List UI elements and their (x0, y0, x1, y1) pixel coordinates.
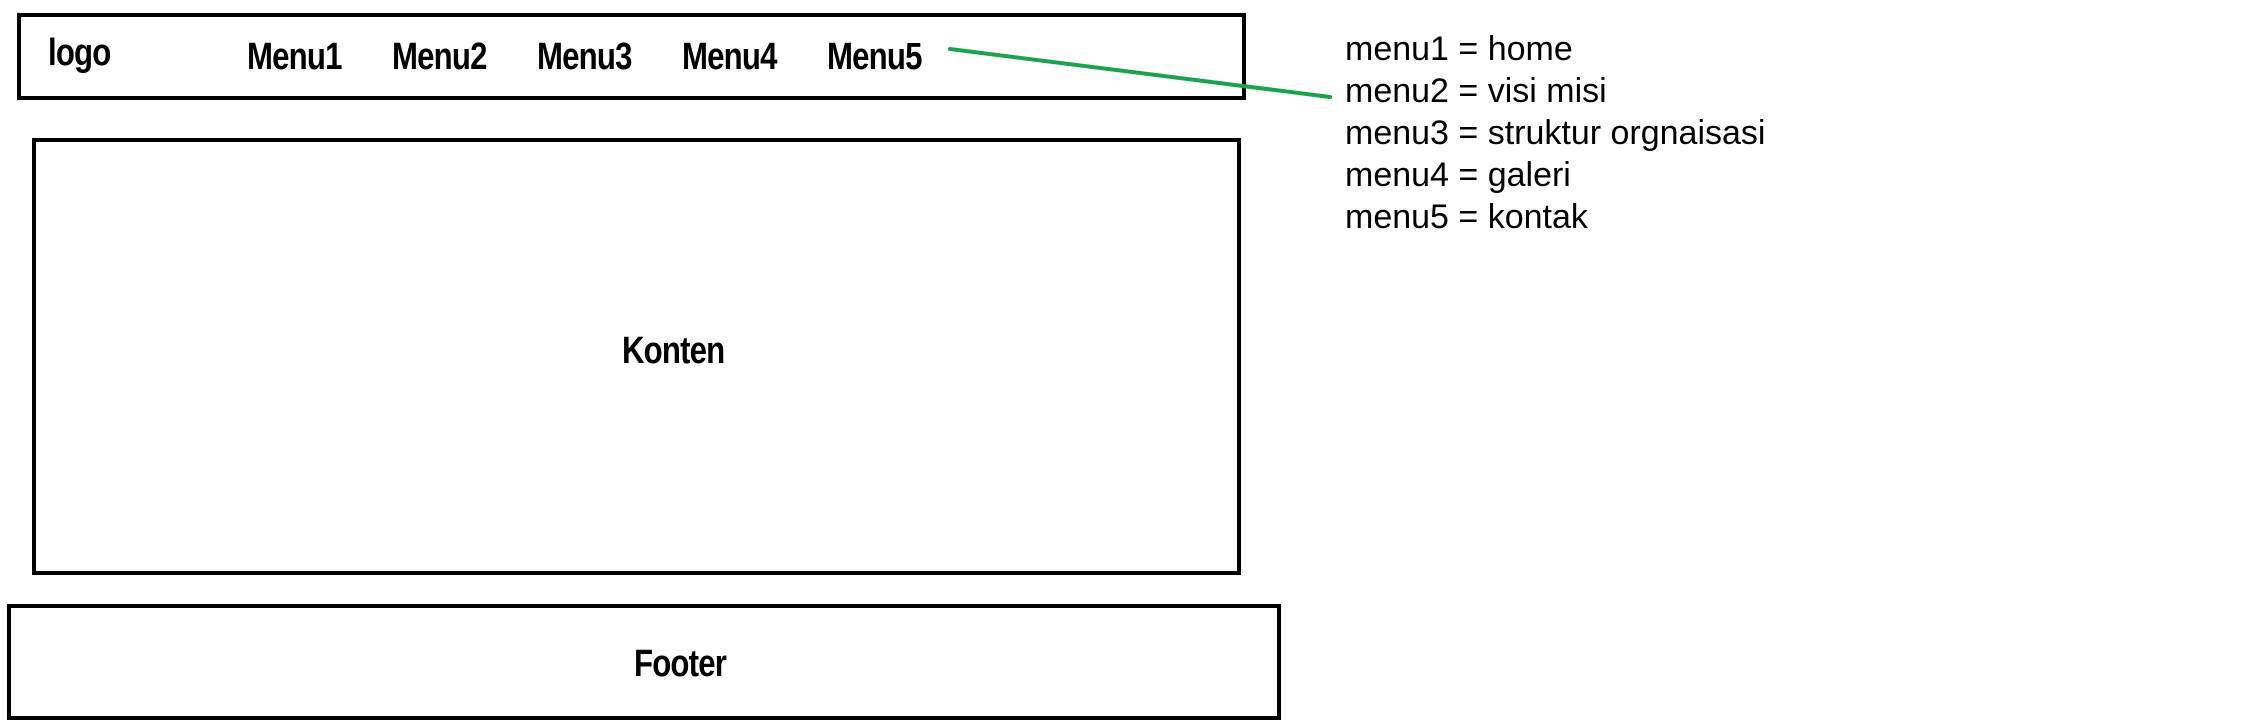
menu-notes: menu1 = home menu2 = visi misi menu3 = s… (1345, 28, 1765, 238)
menu-note-5: menu5 = kontak (1345, 198, 1588, 236)
annotation-connector-line (948, 47, 1332, 99)
menu-item-4: Menu4 (682, 36, 777, 78)
connector-line (948, 47, 1332, 99)
logo-label: logo (48, 32, 111, 74)
menu-note-2: menu2 = visi misi (1345, 72, 1607, 110)
menu-item-5: Menu5 (827, 36, 922, 78)
header-box (17, 13, 1246, 100)
footer-label: Footer (634, 643, 727, 685)
menu-item-1: Menu1 (247, 36, 342, 78)
menu-item-2: Menu2 (392, 36, 487, 78)
menu-note-1: menu1 = home (1345, 30, 1573, 68)
content-box (32, 138, 1241, 575)
menu-note-4: menu4 = galeri (1345, 156, 1571, 194)
menu-item-3: Menu3 (537, 36, 632, 78)
menu-note-3: menu3 = struktur orgnaisasi (1345, 114, 1766, 152)
content-label: Konten (622, 330, 725, 372)
footer-box (7, 604, 1281, 720)
